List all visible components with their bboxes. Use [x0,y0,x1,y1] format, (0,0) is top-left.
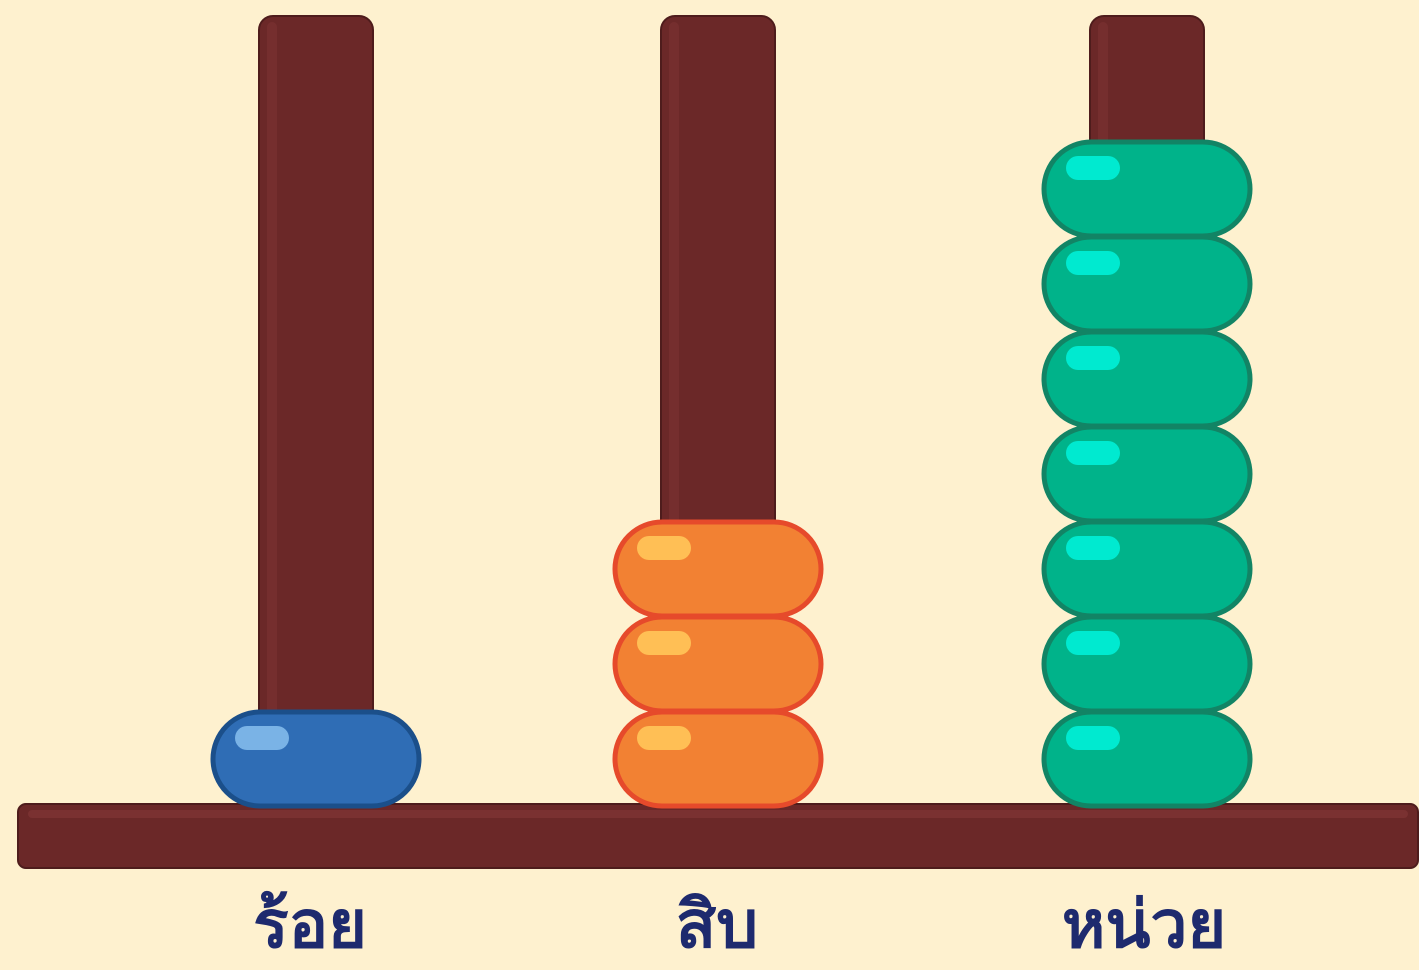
bead [213,712,419,806]
bead-body [615,712,821,806]
bead-body [1044,427,1250,521]
bead-stack-tens [615,522,821,806]
bead-stack-ones [1044,142,1250,806]
bead-highlight [235,726,289,750]
bead-body [1044,712,1250,806]
bead [1044,617,1250,711]
rod-shine [267,22,277,790]
bead-body [1044,237,1250,331]
bead-stack-hundreds [213,712,419,806]
rod-label-ones: หน่วย [994,880,1294,970]
bead [1044,712,1250,806]
bead-highlight [637,726,691,750]
bead [615,522,821,616]
rod-label-hundreds: ร้อย [160,880,460,970]
bead [1044,522,1250,616]
bead-highlight [637,631,691,655]
bead-highlight [1066,726,1120,750]
bead [615,712,821,806]
bead [1044,332,1250,426]
bead-highlight [1066,631,1120,655]
bead-highlight [1066,536,1120,560]
rod-hundreds [259,16,373,810]
bead-body [213,712,419,806]
bead-body [1044,332,1250,426]
bead-body [1044,522,1250,616]
bead [1044,427,1250,521]
abacus-base [18,804,1418,868]
bead-highlight [1066,156,1120,180]
bead-body [615,522,821,616]
bead [615,617,821,711]
base-shine [28,810,1408,818]
bead-body [1044,142,1250,236]
rod-label-tens: สิบ [567,880,867,970]
bead-body [1044,617,1250,711]
bead-highlight [637,536,691,560]
bead-body [615,617,821,711]
bead-highlight [1066,251,1120,275]
bead-highlight [1066,441,1120,465]
bead-highlight [1066,346,1120,370]
bead [1044,237,1250,331]
bead [1044,142,1250,236]
